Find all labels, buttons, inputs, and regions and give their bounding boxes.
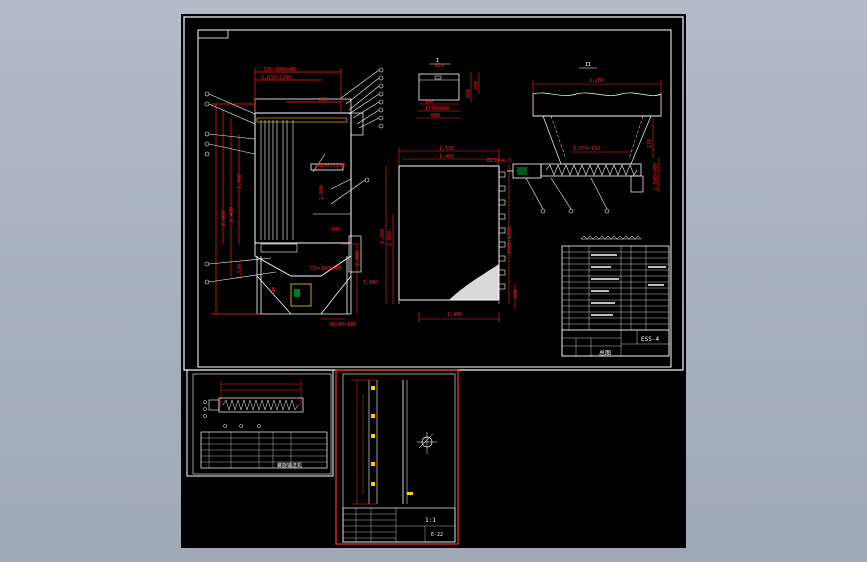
sheet-small-right: 1:1 E-22 <box>335 369 459 545</box>
dim-top-a: 1,830×2280 <box>261 75 291 81</box>
dim-mid-c: 300 <box>331 227 340 233</box>
side-b2: 680 <box>513 289 519 298</box>
screw-hopper-outline <box>532 92 662 117</box>
detail-w1: 800 <box>425 99 434 105</box>
small-right-scale: 1:1 <box>425 517 436 524</box>
side-h1: 2,200 <box>380 229 386 244</box>
sheet-small-left-border <box>186 369 334 477</box>
dim-mid-f: 1,000 <box>363 280 378 286</box>
main-parts-rows <box>562 246 669 331</box>
dim-bottom-note: 90×90×180 <box>329 322 356 328</box>
front-inlet-duct <box>310 163 344 171</box>
front-hopper <box>254 243 352 277</box>
cad-drawing: 735×1000×Ø5 1,830×2280 830 2,860 2,480 1… <box>183 16 684 545</box>
screw-h2: 1,500×300 <box>653 163 659 190</box>
front-top-plenum <box>254 98 352 114</box>
front-right-balloons <box>330 67 384 205</box>
screw-motor <box>517 167 527 175</box>
screw-label: II <box>585 62 591 68</box>
sheet-main: 735×1000×Ø5 1,830×2280 830 2,860 2,480 1… <box>183 16 684 371</box>
sheet-main-outer-border <box>183 16 684 371</box>
screw-outlet <box>630 175 644 193</box>
side-w1: 1,530 <box>439 146 454 152</box>
side-b1: 1,490 <box>447 312 462 318</box>
detail-w2: 1770×840 <box>425 106 449 112</box>
front-body <box>254 112 352 244</box>
detail-h1: 880 <box>466 89 472 98</box>
dim-mid-d: 2,000 <box>355 251 361 266</box>
front-bag-lines <box>260 120 294 240</box>
screw-view: II 2,280 1,670×150 270 1,5 <box>507 62 662 240</box>
screw-dim-lines <box>532 80 662 192</box>
front-left-dim-lines <box>211 103 261 315</box>
side-h3: 2900×1090 <box>507 227 513 254</box>
side-hatch <box>449 264 499 300</box>
detail-i: I Ø10 800 1770×840 880 880 700 <box>417 58 480 119</box>
small-right-code: E-22 <box>431 532 443 538</box>
sheet-small-right-border <box>335 369 459 545</box>
side-note: Ø150×4.5 <box>487 157 511 164</box>
main-parts-text <box>591 254 666 316</box>
detail-w3: 880 <box>431 113 440 119</box>
screw-w: 2,280 <box>589 78 604 84</box>
small-right-markers <box>371 386 413 495</box>
dim-left-a: 1,780 <box>237 174 243 189</box>
front-legs <box>256 256 352 315</box>
sheet-small-left: 螺旋输送机 <box>186 369 334 477</box>
screw-balloons <box>525 177 610 214</box>
dim-left-b: 2,480 <box>229 207 235 222</box>
detail-label: I <box>436 58 439 64</box>
dim-mid-e: 735×1000×Ø5 <box>309 265 342 272</box>
dim-top-overall: 735×1000×Ø5 <box>263 66 296 73</box>
side-h2: 2,600 <box>387 231 393 246</box>
dim-top-b: 830 <box>319 97 328 103</box>
detail-top-dim: Ø10 <box>435 62 444 69</box>
detail-h2: 700 <box>474 81 480 90</box>
main-parts-list: 总图 ESS-4 <box>561 245 670 357</box>
small-left-title: 螺旋输送机 <box>277 462 302 469</box>
main-drawing-no: ESS-4 <box>641 336 659 343</box>
sheet-main-corner-box <box>197 29 229 39</box>
side-nozzles <box>498 171 506 290</box>
screw-h1: 270 <box>647 139 653 148</box>
small-right-title-block <box>342 507 456 543</box>
front-rotary-valve <box>290 283 312 307</box>
dim-left-c: 2,860 <box>221 211 227 226</box>
front-valve-motor <box>294 289 300 297</box>
side-w2: 1,460 <box>439 154 454 160</box>
dim-mid-a: DN150×2200 <box>315 163 345 169</box>
side-dim-lines <box>385 148 516 322</box>
front-hopper-flange <box>260 243 298 253</box>
main-title-block <box>561 329 670 357</box>
side-view: 1,530 1,460 Ø150×4.5 2,200 2,600 2900×10… <box>380 146 519 322</box>
main-title: 总图 <box>599 349 611 357</box>
view-label-top: A <box>271 286 276 294</box>
sheet-main-inner-border <box>197 29 672 368</box>
front-left-balloons <box>204 91 277 285</box>
front-elevation: 735×1000×Ø5 1,830×2280 830 2,860 2,480 1… <box>204 66 384 328</box>
front-top-dim-lines <box>254 68 342 113</box>
screw-flight <box>545 164 638 176</box>
dim-mid-b: 2,000 <box>319 185 325 200</box>
cad-viewport[interactable]: 735×1000×Ø5 1,830×2280 830 2,860 2,480 1… <box>181 14 686 548</box>
front-tube-sheet <box>256 117 348 123</box>
screw-note: 1,670×150 <box>573 146 600 152</box>
dim-left-d: 1,520 <box>237 264 243 279</box>
